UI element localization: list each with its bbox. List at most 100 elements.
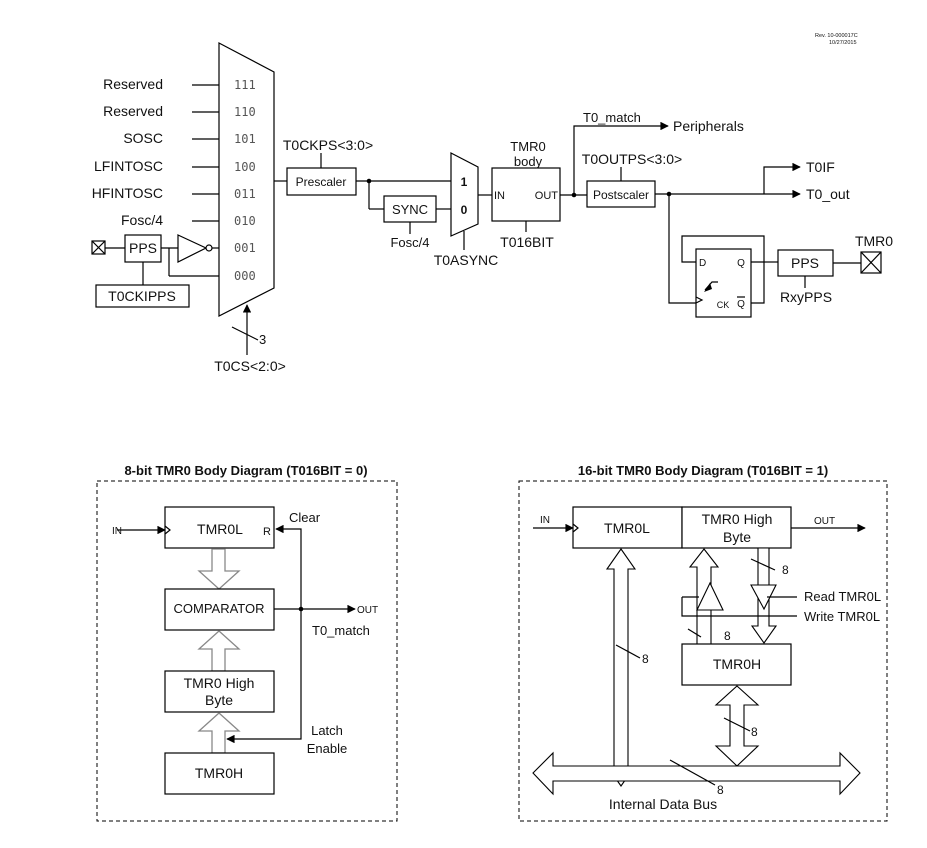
prescaler-label: Prescaler [296,175,347,189]
source-lfintosc: LFINTOSC [94,158,163,174]
body-16bit-tmr0l-label: TMR0L [604,520,650,536]
data-arrow-down [197,548,241,590]
latch-enable-1: Latch [311,723,343,738]
tmr0-body-title2: body [514,154,543,169]
t0ckipps-label: T0CKIPPS [108,288,176,304]
t0-match-arrow [573,121,669,195]
pps-output-label: PPS [791,255,819,271]
bus-width-internal: 8 [717,783,724,797]
body-8bit-t0match: T0_match [312,623,370,638]
source-reserved-2: Reserved [103,103,163,119]
latch-enable-2: Enable [307,741,347,756]
ff-q-label: Q [737,258,745,269]
ff-d-label: D [699,258,706,269]
clock-source-mux [218,42,275,317]
ff-ck-label: CK [717,300,730,310]
mux-code-011: 011 [234,187,256,201]
inverter-bubble [205,244,213,252]
mux-input-lines [192,84,219,222]
mux-code-101: 101 [234,132,256,146]
rxypps-label: RxyPPS [780,289,832,305]
body-16bit-out: OUT [814,516,835,527]
body-8bit-tmr0h-label: TMR0H [195,765,243,781]
body-16bit-in: IN [540,515,550,526]
body-8bit-reset-label: R [263,526,271,538]
write-buffer-icon [696,581,724,611]
t0cs-label: T0CS<2:0> [214,358,286,374]
tmr0-body-in: IN [494,190,505,202]
t0async-label: T0ASYNC [434,252,499,268]
comparator-box [164,588,275,631]
body-8bit-title: 8-bit TMR0 Body Diagram (T016BIT = 0) [124,463,367,478]
body-8bit-in: IN [112,526,122,537]
body-16bit-frame [518,480,888,822]
body-8bit-clear-label: Clear [289,510,321,525]
body-8bit-out: OUT [357,605,378,616]
tmr0-body-out: OUT [535,190,559,202]
t0outps-label: T0OUTPS<3:0> [582,151,682,167]
postscaler-label: Postscaler [593,188,649,202]
t0cs-width: 3 [259,332,266,347]
t0-out-label: T0_out [806,186,850,202]
t0ckipps-box [95,284,190,308]
data-arrow-up [197,630,241,672]
bus-width-tmr0h: 8 [751,725,758,739]
body-8bit-highbyte-1: TMR0 High [184,675,255,691]
source-reserved-1: Reserved [103,76,163,92]
read-tmr0l-label: Read TMR0L [804,589,881,604]
revision-line1: Rev. 10-000017C [815,33,858,39]
body-16bit-tmr0h-box [681,643,792,686]
async-mux-in0: 0 [461,203,468,217]
t0ckps-label: T0CKPS<3:0> [283,137,373,153]
sync-box [383,195,437,223]
write-tmr0l-label: Write TMR0L [804,609,880,624]
bus-width-write: 8 [724,629,731,643]
t016bit-label: T016BIT [500,234,554,250]
ff-qbar-label: Q [737,299,745,310]
body-16bit-highbyte-2: Byte [723,529,751,545]
bus-width-read: 8 [782,563,789,577]
body-8bit-tmr0l-box [164,506,275,549]
peripherals-label: Peripherals [673,118,744,134]
data-arrow-up [197,712,241,754]
mux-code-010: 010 [234,214,256,228]
mux-code-000: 000 [234,269,256,283]
body-16bit-highbyte-box [681,506,792,549]
pps-input-label: PPS [129,240,157,256]
rising-edge-icon [704,283,712,292]
source-sosc: SOSC [123,130,163,146]
tmr0-body-title1: TMR0 [510,139,545,154]
t0-match-label: T0_match [583,110,641,125]
bus-width-tmr0l: 8 [642,652,649,666]
mux-code-110: 110 [234,105,256,119]
body-8bit-frame [96,480,398,822]
revision-line2: 10/27/2015 [829,40,857,46]
async-mux-in1: 1 [461,175,468,189]
clock-edge-icon [695,296,704,304]
body-8bit-highbyte-box [164,670,275,713]
t0if-label: T0IF [806,159,835,175]
toggle-flipflop-box [695,248,752,318]
internal-data-bus-label: Internal Data Bus [609,796,717,812]
body-8bit-tmr0l-label: TMR0L [197,521,243,537]
internal-data-bus [532,751,861,796]
body-8bit-tmr0h-box [164,752,275,795]
mux-code-100: 100 [234,160,256,174]
body-16bit-tmr0h-label: TMR0H [713,656,761,672]
inverter-icon [177,234,208,263]
t0cki-pin-icon [91,240,106,255]
mux-code-111: 111 [234,78,256,92]
async-mux [450,152,479,237]
source-fosc4: Fosc/4 [121,212,163,228]
mux-code-001: 001 [234,241,256,255]
tmr0l-bus-arrow [605,548,637,787]
body-16bit-highbyte-1: TMR0 High [702,511,773,527]
tmr0-pin-icon [860,251,882,274]
body-16bit-title: 16-bit TMR0 Body Diagram (T016BIT = 1) [578,463,828,478]
sync-fosc4-label: Fosc/4 [390,235,429,250]
tmr0-body-box [491,167,561,222]
t0if-arrow [763,162,801,194]
tmr0-pin-label: TMR0 [855,233,893,249]
source-hfintosc: HFINTOSC [92,185,163,201]
